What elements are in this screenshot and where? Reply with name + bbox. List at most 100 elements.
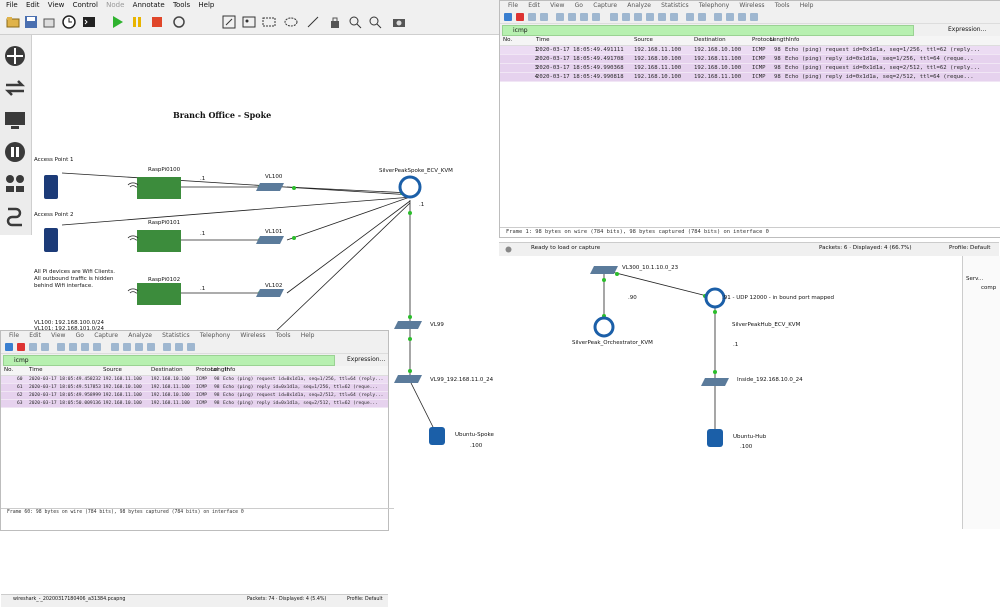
ws-menu-tools[interactable]: Tools — [774, 2, 790, 9]
open-icon[interactable] — [57, 343, 65, 351]
pause-icon[interactable] — [130, 15, 144, 29]
status-profile-text[interactable]: Profile: Default — [347, 597, 383, 602]
vl300-switch-icon[interactable] — [590, 266, 618, 274]
menu-tools[interactable]: Tools — [172, 1, 191, 9]
table-row[interactable]: 2 2020-03-17 18:05:49.491708 192.168.10.… — [500, 55, 1000, 64]
ws-menu-capture[interactable]: Capture — [593, 2, 618, 9]
col-destination[interactable]: Destination — [151, 367, 183, 373]
raspberry-pi-icon-1[interactable] — [137, 177, 181, 199]
ubuntu-spoke-node-icon[interactable] — [429, 427, 445, 445]
table-row[interactable]: 62 2020-03-17 18:05:49.958999 192.168.11… — [1, 392, 388, 400]
spoke-ecv-node-icon[interactable] — [398, 175, 422, 199]
clock-icon[interactable] — [62, 15, 76, 29]
close-file-icon[interactable] — [580, 13, 588, 21]
ws-menu-statistics[interactable]: Statistics — [661, 2, 689, 9]
status-profile-text[interactable]: Profile: Default — [949, 245, 991, 251]
folder-icon[interactable] — [6, 15, 20, 29]
ws-right-filter-input[interactable]: icmp — [502, 25, 914, 36]
goto-icon[interactable] — [147, 343, 155, 351]
stop-capture-icon[interactable] — [516, 13, 524, 21]
orchestrator-node-icon[interactable] — [593, 316, 615, 338]
col-time[interactable]: Time — [536, 37, 550, 43]
table-row[interactable]: 63 2020-03-17 18:05:50.009136 192.168.10… — [1, 400, 388, 408]
server-item[interactable]: comp — [981, 285, 997, 291]
save-file-icon[interactable] — [69, 343, 77, 351]
ws-menu-analyze[interactable]: Analyze — [627, 2, 651, 9]
lock-icon[interactable] — [328, 15, 342, 29]
forward-icon[interactable] — [634, 13, 642, 21]
col-info[interactable]: Info — [225, 367, 236, 373]
ws-right-expression-button[interactable]: Expression... — [948, 26, 987, 33]
col-no[interactable]: No. — [503, 37, 513, 43]
snapshot-icon[interactable] — [42, 15, 56, 29]
col-no[interactable]: No. — [4, 367, 14, 373]
close-file-icon[interactable] — [81, 343, 89, 351]
first-icon[interactable] — [658, 13, 666, 21]
ws-menu-go[interactable]: Go — [75, 332, 84, 339]
col-length[interactable]: Length — [770, 37, 789, 43]
reload-icon[interactable] — [172, 15, 186, 29]
menu-edit[interactable]: Edit — [25, 1, 40, 9]
raspberry-pi-icon-2[interactable] — [137, 230, 181, 252]
hub-ecv-node-icon[interactable] — [704, 287, 726, 309]
shark-fin-icon[interactable] — [504, 13, 512, 21]
all-devices-icon[interactable] — [4, 173, 26, 195]
options-icon[interactable] — [41, 343, 49, 351]
ws-menu-analyze[interactable]: Analyze — [128, 332, 152, 339]
back-icon[interactable] — [123, 343, 131, 351]
ws-menu-go[interactable]: Go — [574, 2, 583, 9]
camera-icon[interactable] — [392, 15, 406, 29]
line-icon[interactable] — [306, 15, 320, 29]
table-row[interactable]: 4 2020-03-17 18:05:49.990818 192.168.10.… — [500, 73, 1000, 82]
console-icon[interactable] — [82, 15, 96, 29]
open-icon[interactable] — [556, 13, 564, 21]
start-icon[interactable] — [110, 15, 124, 29]
col-protocol[interactable]: Protocol — [196, 367, 219, 373]
topology-canvas[interactable] — [32, 35, 498, 529]
restart-icon[interactable] — [29, 343, 37, 351]
restart-icon[interactable] — [528, 13, 536, 21]
menu-control[interactable]: Control — [72, 1, 98, 9]
forward-icon[interactable] — [135, 343, 143, 351]
zoom-out-icon[interactable] — [368, 15, 382, 29]
ws-menu-edit[interactable]: Edit — [29, 332, 41, 339]
options-icon[interactable] — [540, 13, 548, 21]
ws-menu-tools[interactable]: Tools — [275, 332, 291, 339]
zoom-out-icon[interactable] — [726, 13, 734, 21]
last-icon[interactable] — [670, 13, 678, 21]
back-icon[interactable] — [622, 13, 630, 21]
save-icon[interactable] — [24, 15, 38, 29]
find-icon[interactable] — [610, 13, 618, 21]
col-time[interactable]: Time — [29, 367, 43, 373]
zoom-in-icon[interactable] — [714, 13, 722, 21]
security-device-icon[interactable] — [4, 141, 26, 163]
ws-left-expression-button[interactable]: Expression... — [347, 356, 386, 363]
ws-menu-file[interactable]: File — [508, 2, 519, 9]
ws-menu-edit[interactable]: Edit — [528, 2, 540, 9]
edit-note-icon[interactable] — [222, 15, 236, 29]
col-length[interactable]: Length — [211, 367, 230, 373]
switch-icon[interactable] — [4, 77, 26, 99]
ws-right-packet-detail[interactable]: Frame 1: 98 bytes on wire (784 bits), 98… — [500, 227, 1000, 237]
ws-menu-help[interactable]: Help — [799, 2, 814, 9]
table-row[interactable]: 60 2020-03-17 18:05:49.458232 192.168.11… — [1, 376, 388, 384]
inside-switch-icon[interactable] — [701, 378, 729, 386]
hub-topology-canvas[interactable] — [499, 256, 959, 529]
normal-size-icon[interactable] — [187, 343, 195, 351]
add-link-icon[interactable] — [4, 205, 26, 227]
image-icon[interactable] — [242, 15, 256, 29]
ws-menu-capture[interactable]: Capture — [94, 332, 119, 339]
find-icon[interactable] — [111, 343, 119, 351]
raspberry-pi-icon-3[interactable] — [137, 283, 181, 305]
switch-icons[interactable] — [256, 183, 422, 383]
ws-left-packet-detail[interactable]: Frame 60: 98 bytes on wire (784 bits), 9… — [1, 508, 394, 517]
ws-menu-file[interactable]: File — [9, 332, 20, 339]
stop-icon[interactable] — [150, 15, 164, 29]
menu-file[interactable]: File — [6, 1, 18, 9]
normal-size-icon[interactable] — [738, 13, 746, 21]
ws-menu-wireless[interactable]: Wireless — [739, 2, 765, 9]
reload-file-icon[interactable] — [592, 13, 600, 21]
table-row[interactable]: 3 2020-03-17 18:05:49.990368 192.168.11.… — [500, 64, 1000, 73]
col-destination[interactable]: Destination — [694, 37, 726, 43]
colorize-icon[interactable] — [698, 13, 706, 21]
